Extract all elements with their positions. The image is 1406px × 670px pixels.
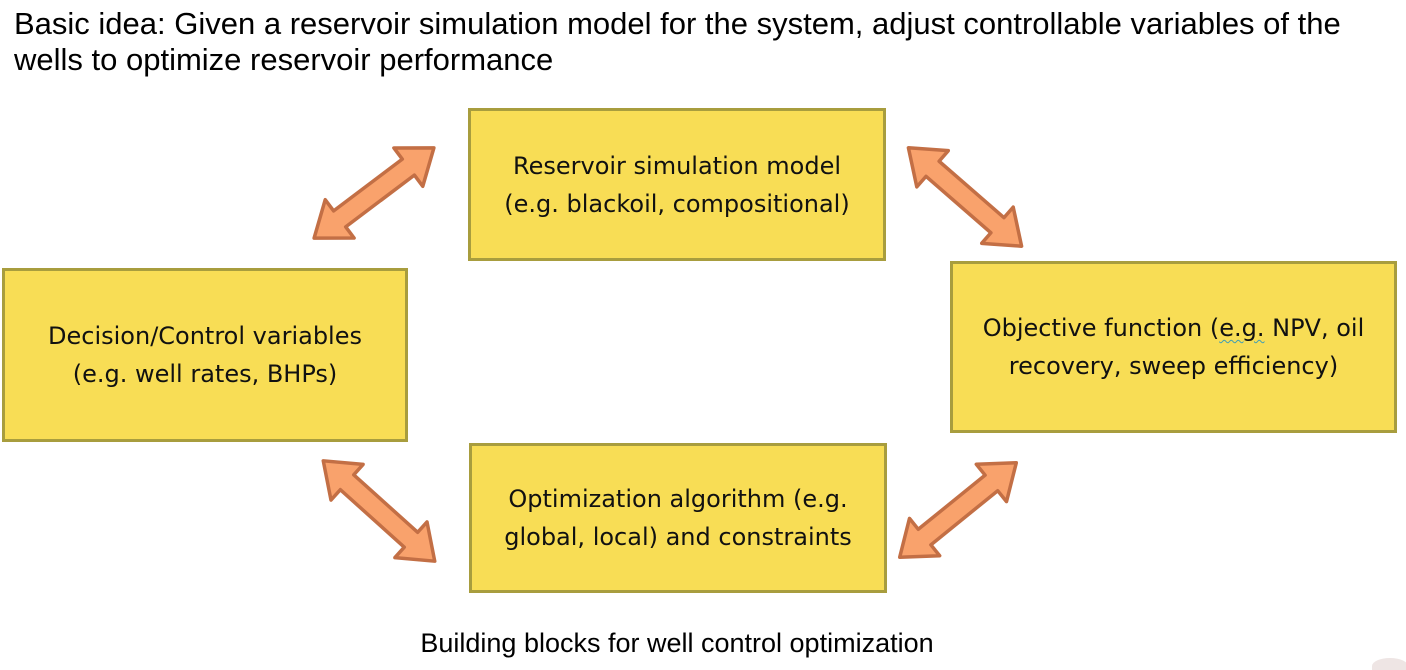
- box-objective-function: Objective function (e.g. NPV, oil recove…: [950, 261, 1397, 433]
- box-text-line: Optimization algorithm (e.g.: [508, 485, 848, 513]
- spellcheck-underlined-text: e.g.: [1219, 314, 1265, 342]
- box-text-line: Reservoir simulation model: [512, 151, 842, 180]
- corner-artifact: [1372, 658, 1406, 670]
- double-arrow-icon: [906, 146, 1024, 248]
- double-arrow-icon: [321, 459, 437, 563]
- box-text: Optimization algorithm (e.g. global, loc…: [504, 480, 852, 556]
- box-text-line: Objective function (e.g. NPV, oil: [983, 309, 1364, 347]
- box-optimization-algorithm: Optimization algorithm (e.g. global, loc…: [469, 443, 887, 593]
- slide-title: Basic idea: Given a reservoir simulation…: [14, 6, 1341, 77]
- box-decision-control-variables: Decision/Control variables (e.g. well ra…: [2, 268, 408, 442]
- box-text-segment: NPV, oil: [1264, 314, 1365, 342]
- diagram-caption: Building blocks for well control optimiz…: [420, 628, 934, 658]
- box-text-line: Decision/Control variables: [48, 322, 362, 350]
- double-arrow-icon: [897, 461, 1019, 559]
- box-text-line: global, local) and constraints: [504, 523, 852, 551]
- box-text: Reservoir simulation model (e.g. blackoi…: [504, 147, 849, 223]
- box-text: Objective function (e.g. NPV, oil recove…: [983, 309, 1364, 385]
- box-text-line: (e.g. well rates, BHPs): [72, 360, 338, 388]
- box-text-segment: Objective function (: [982, 314, 1220, 342]
- double-arrow-icon: [312, 146, 436, 240]
- box-text-line: (e.g. blackoil, compositional): [504, 189, 850, 218]
- box-text-line: recovery, sweep efficiency): [1008, 352, 1339, 380]
- box-text: Decision/Control variables (e.g. well ra…: [48, 317, 362, 393]
- box-reservoir-simulation-model: Reservoir simulation model (e.g. blackoi…: [468, 108, 886, 261]
